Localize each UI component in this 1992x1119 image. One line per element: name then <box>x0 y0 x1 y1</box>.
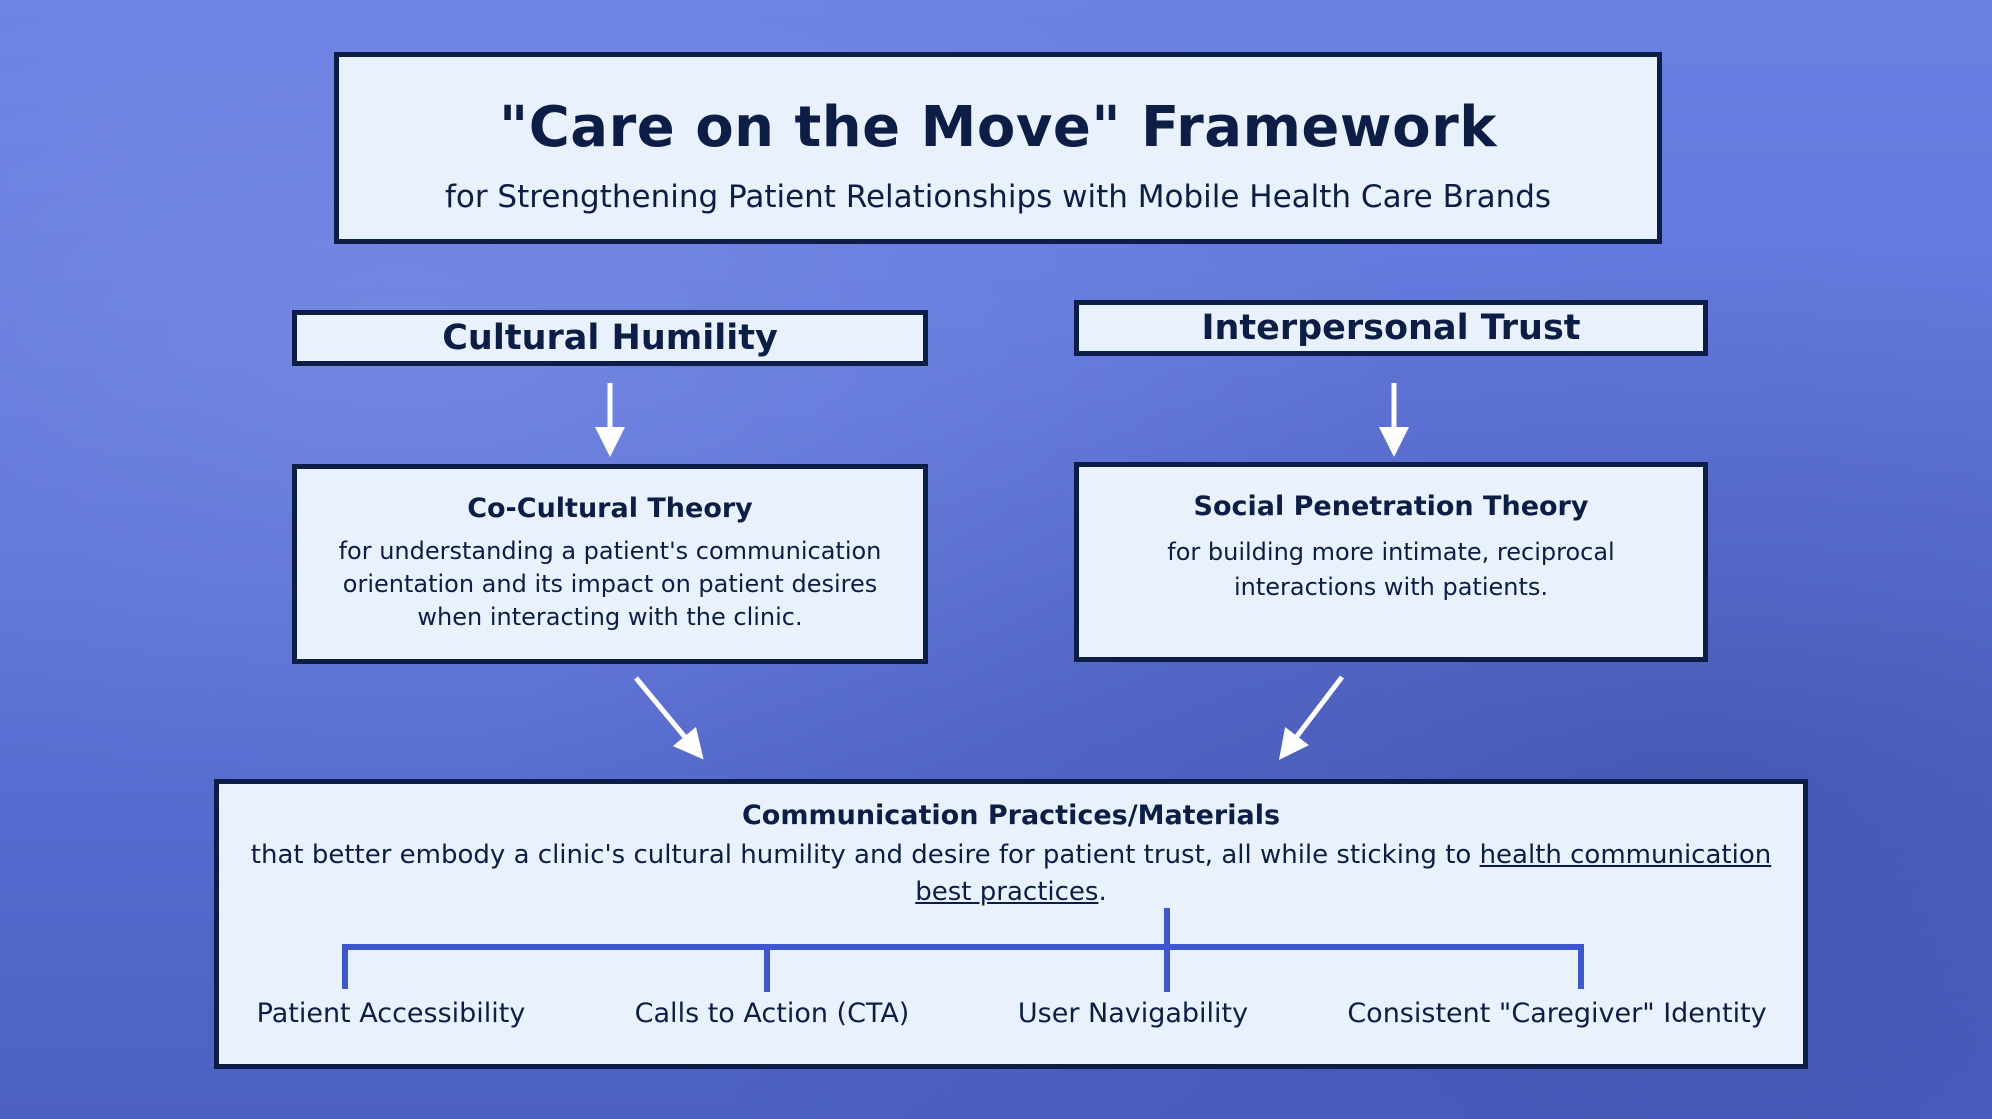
interpersonal-trust-box: Interpersonal Trust <box>1074 300 1708 356</box>
co-cultural-theory-desc: for understanding a patient's communicat… <box>338 537 882 631</box>
cultural-humility-box: Cultural Humility <box>292 310 928 366</box>
social-penetration-theory-box: Social Penetration Theory for building m… <box>1074 462 1708 662</box>
practice-calls-to-action: Calls to Action (CTA) <box>634 998 910 1029</box>
communication-practices-box: Communication Practices/Materials that b… <box>214 779 1808 1069</box>
cultural-humility-label: Cultural Humility <box>442 318 778 358</box>
communication-desc-text: that better embody a clinic's cultural h… <box>250 840 1480 870</box>
communication-desc: that better embody a clinic's cultural h… <box>219 837 1803 911</box>
arrow-diagonal-left <box>634 676 704 760</box>
best-practices-link[interactable]: health communication best practices <box>915 840 1772 907</box>
co-cultural-theory-box: Co-Cultural Theory for understanding a p… <box>292 464 928 664</box>
communication-title: Communication Practices/Materials <box>741 800 1281 831</box>
practice-patient-accessibility: Patient Accessibility <box>256 998 526 1029</box>
page-subtitle: for Strengthening Patient Relationships … <box>444 179 1552 215</box>
co-cultural-theory-title: Co-Cultural Theory <box>467 493 753 524</box>
communication-desc-end: . <box>1098 877 1107 907</box>
social-penetration-theory-desc: for building more intimate, reciprocal i… <box>1167 538 1615 601</box>
arrow-diagonal-right <box>1278 675 1344 760</box>
practices-connector <box>342 908 1584 992</box>
practice-user-navigability: User Navigability <box>1017 998 1249 1029</box>
interpersonal-trust-label: Interpersonal Trust <box>1201 308 1581 348</box>
title-box: "Care on the Move" Framework for Strengt… <box>334 52 1662 244</box>
page-title: "Care on the Move" Framework <box>499 95 1497 160</box>
practice-caregiver-identity: Consistent "Caregiver" Identity <box>1347 998 1767 1029</box>
social-penetration-theory-title: Social Penetration Theory <box>1193 491 1589 522</box>
